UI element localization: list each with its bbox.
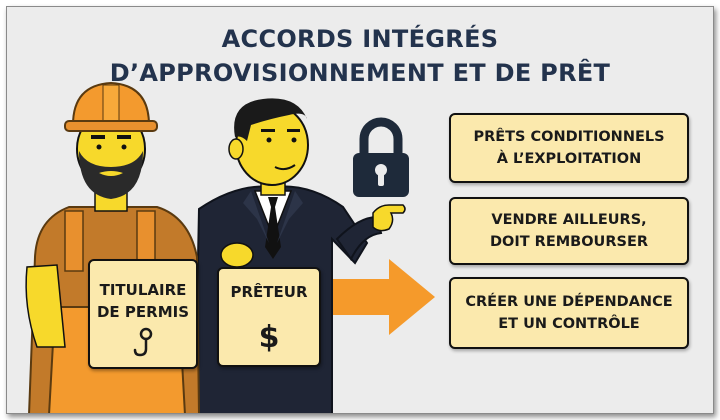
infographic-frame: ACCORDS INTÉGRÉS D’APPROVISIONNEMENT ET … xyxy=(6,6,714,414)
permit-holder-line-1: TITULAIRE xyxy=(99,281,187,299)
permit-holder-sign: TITULAIRE DE PERMIS xyxy=(88,259,198,369)
box-dependence-control: CRÉER UNE DÉPENDANCE ET UN CONTRÔLE xyxy=(449,277,689,349)
box-conditional-loans: PRÊTS CONDITIONNELS À L’EXPLOITATION xyxy=(449,113,689,183)
box-2-line-1: VENDRE AILLEURS, xyxy=(491,212,647,228)
title-line-1: ACCORDS INTÉGRÉS xyxy=(221,25,499,53)
permit-holder-line-2: DE PERMIS xyxy=(96,303,190,321)
padlock-icon xyxy=(353,117,409,197)
box-2-line-2: DOIT REMBOURSER xyxy=(489,234,649,250)
lender-sign: PRÊTEUR $ xyxy=(217,267,321,367)
hook-icon xyxy=(133,327,153,357)
box-sell-elsewhere: VENDRE AILLEURS, DOIT REMBOURSER xyxy=(449,197,689,265)
title-line-2: D’APPROVISIONNEMENT ET DE PRÊT xyxy=(109,59,611,87)
box-1-line-2: À L’EXPLOITATION xyxy=(496,151,642,167)
box-3-line-1: CRÉER UNE DÉPENDANCE xyxy=(465,294,673,310)
dollar-icon: $ xyxy=(258,320,280,355)
box-1-line-1: PRÊTS CONDITIONNELS xyxy=(473,129,665,145)
lender-label: PRÊTEUR xyxy=(230,283,308,301)
box-3-line-2: ET UN CONTRÔLE xyxy=(498,316,640,332)
